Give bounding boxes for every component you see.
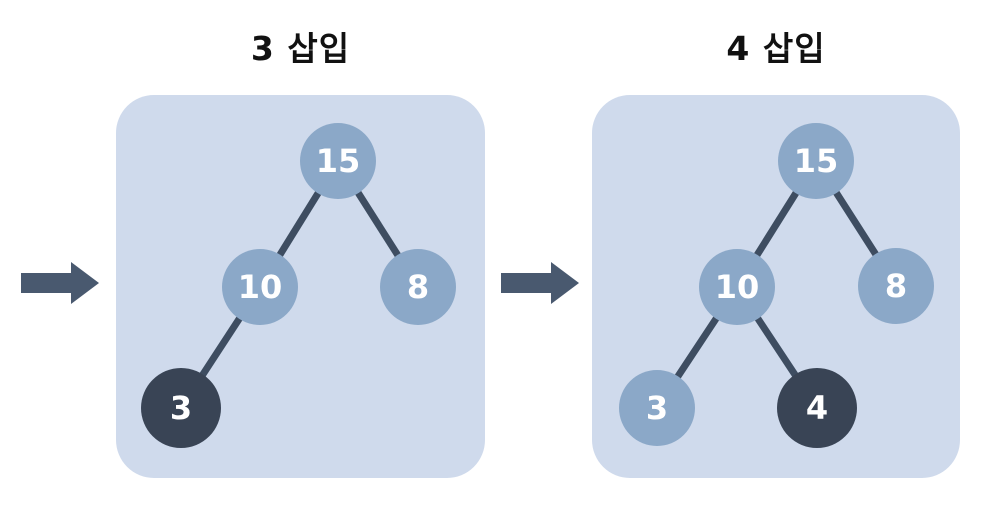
- arrow-right-icon: [501, 262, 579, 304]
- arrow-right-icon: [21, 262, 99, 304]
- tree-panel-insert-4: 15 10 8 3 4: [592, 95, 960, 478]
- tree-node-value: 4: [805, 389, 829, 427]
- tree-node-4-inserted: 4: [777, 368, 857, 448]
- tree-node-value: 8: [406, 268, 430, 306]
- tree-node-15: 15: [778, 123, 854, 199]
- tree-node-value: 3: [645, 389, 669, 427]
- tree-panel-insert-3: 15 10 8 3: [116, 95, 485, 478]
- tree-node-value: 10: [237, 268, 283, 306]
- tree-node-3: 3: [619, 370, 695, 446]
- tree-node-10: 10: [699, 249, 775, 325]
- tree-node-value: 3: [169, 389, 193, 427]
- tree-node-value: 15: [315, 142, 361, 180]
- tree-node-15: 15: [300, 123, 376, 199]
- diagram-title-insert-3: 3 삽입: [250, 29, 351, 68]
- tree-node-value: 10: [714, 268, 760, 306]
- diagram-title-insert-4: 4 삽입: [726, 29, 826, 68]
- tree-node-8: 8: [858, 248, 934, 324]
- tree-node-value: 15: [793, 142, 839, 180]
- tree-node-8: 8: [380, 249, 456, 325]
- tree-node-10: 10: [222, 249, 298, 325]
- tree-node-3-inserted: 3: [141, 368, 221, 448]
- tree-node-value: 8: [884, 267, 908, 305]
